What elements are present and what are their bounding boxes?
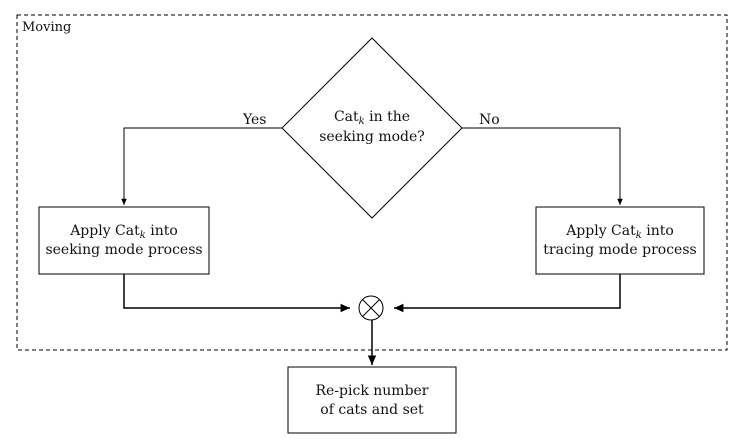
moving-group-label: Moving (22, 20, 71, 35)
no-edge (462, 127, 623, 205)
seeking-process-box (38, 206, 210, 275)
tracing-to-join-edge (394, 274, 621, 313)
yes-edge (121, 127, 282, 205)
yes-label: Yes (242, 112, 267, 128)
seeking-text-line2: seeking mode process (45, 242, 202, 258)
tracing-text-line1: Apply Catk into (565, 223, 674, 241)
decision-text-line2: seeking mode? (319, 129, 425, 145)
join-circled-times-icon (358, 295, 384, 321)
tracing-process-box (535, 206, 705, 275)
decision-text-line1: Catk in the (334, 109, 410, 127)
seeking-text-line1: Apply Catk into (69, 223, 178, 241)
seeking-to-join-edge (123, 274, 350, 313)
repick-text-line1: Re-pick number (315, 383, 428, 399)
no-label: No (479, 112, 500, 128)
repick-text-line2: of cats and set (320, 402, 424, 418)
tracing-text-line2: tracing mode process (543, 242, 696, 258)
repick-box (287, 366, 457, 434)
decision-diamond (281, 37, 463, 219)
